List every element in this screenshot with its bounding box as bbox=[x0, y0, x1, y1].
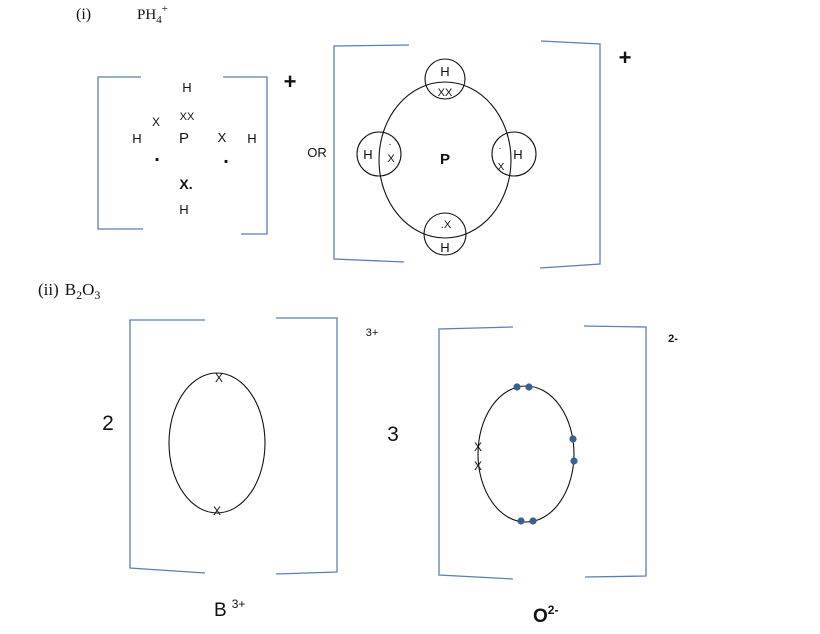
hydrogen-right: H bbox=[247, 131, 256, 146]
hydrogen-shell-left bbox=[356, 131, 402, 177]
electron-dot bbox=[569, 435, 577, 443]
oxide-electron-dots bbox=[513, 383, 578, 525]
ring-pair-bottom: .X bbox=[441, 219, 452, 231]
part-i-formula: PH4+ bbox=[137, 3, 168, 26]
oxide-cross-upper: X bbox=[474, 440, 482, 454]
oxide-right-bracket bbox=[583, 325, 647, 578]
boron-coefficient: 2 bbox=[102, 412, 114, 435]
ring-hydrogen-left: H bbox=[363, 147, 372, 162]
electron-dot bbox=[570, 457, 578, 465]
part-ii-label: (ii)B2O3 bbox=[38, 280, 100, 302]
boron-cross-top: X bbox=[215, 371, 223, 385]
plain-structure-charge: + bbox=[284, 69, 297, 94]
cross-upper-left: X bbox=[152, 115, 160, 129]
cross-right: X bbox=[218, 130, 227, 145]
cross-dot-bottom: X. bbox=[179, 176, 192, 192]
electron-dot bbox=[525, 383, 533, 391]
oxide-charge: 2- bbox=[668, 333, 678, 345]
oxide-left-bracket bbox=[438, 326, 514, 580]
hydrogen-shell-right bbox=[491, 131, 537, 177]
hydrogen-bottom: H bbox=[179, 202, 188, 217]
ring-dot-right: · bbox=[498, 143, 501, 154]
ring-pair-top: XX bbox=[438, 87, 453, 99]
boron-cross-bottom: X bbox=[213, 504, 221, 518]
boron-shell bbox=[168, 372, 266, 514]
ring-dot-left: · bbox=[388, 139, 391, 150]
hydrogen-shell-top bbox=[424, 58, 466, 100]
ring-cross-right: X bbox=[498, 162, 505, 173]
electron-dot bbox=[517, 517, 525, 525]
ring-cross-left: X bbox=[387, 153, 395, 165]
part-i-label: (i) bbox=[76, 6, 91, 23]
oxide-symbol: O2- bbox=[533, 603, 558, 627]
electron-dot bbox=[529, 517, 537, 525]
ring-hydrogen-top: H bbox=[440, 64, 449, 79]
phosphorus-center: P bbox=[179, 130, 189, 147]
hydrogen-left: H bbox=[132, 131, 141, 146]
electron-dot bbox=[513, 383, 521, 391]
hydrogen-top: H bbox=[182, 80, 191, 95]
ring-labels: H XX H · X P · X H .X H bbox=[363, 64, 522, 255]
left-bracket bbox=[97, 76, 143, 230]
plain-lewis-structure: H XX X H P X H . . X. H bbox=[132, 80, 256, 217]
or-label: OR bbox=[307, 145, 327, 160]
ring-hydrogen-right: H bbox=[513, 147, 522, 162]
dot-right: . bbox=[223, 146, 229, 168]
oxide-cross-lower: X bbox=[474, 459, 482, 473]
boron-charge: 3+ bbox=[366, 327, 379, 339]
dot-left: . bbox=[154, 144, 160, 166]
ring-phosphorus: P bbox=[440, 151, 450, 168]
ring-hydrogen-bottom: H bbox=[440, 240, 449, 255]
electron-pair-top: XX bbox=[180, 111, 195, 123]
right-bracket bbox=[223, 76, 268, 235]
boron-right-bracket bbox=[275, 317, 338, 575]
boron-left-bracket bbox=[129, 319, 206, 574]
ring-structure bbox=[356, 58, 537, 256]
ring-left-bracket bbox=[333, 44, 410, 263]
phosphorus-shell bbox=[378, 81, 512, 239]
ring-structure-charge: + bbox=[619, 45, 632, 70]
hydrogen-shell-bottom bbox=[423, 212, 467, 256]
oxide-shell bbox=[477, 385, 575, 523]
ring-right-bracket bbox=[539, 40, 601, 269]
oxide-coefficient: 3 bbox=[387, 423, 399, 446]
